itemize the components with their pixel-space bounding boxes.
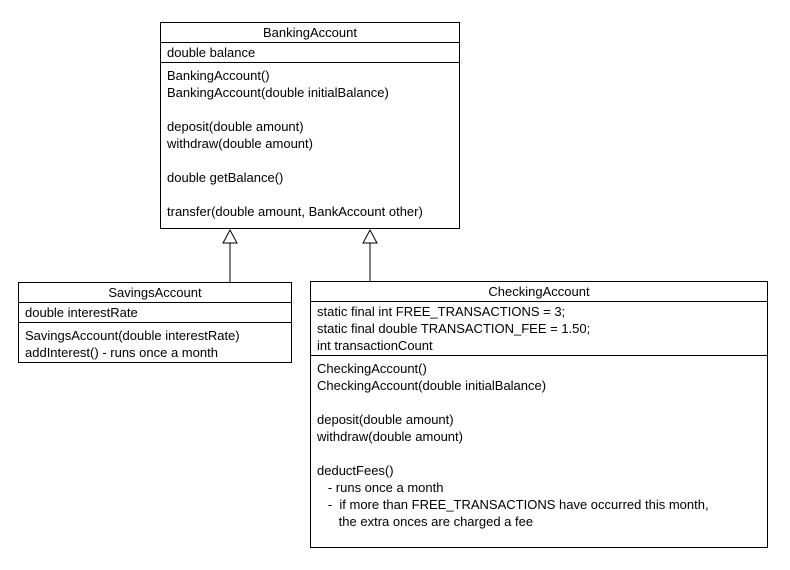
- class-title-checkingaccount: CheckingAccount: [311, 282, 767, 302]
- text-line: BankingAccount(): [167, 68, 270, 83]
- class-methods-checkingaccount: CheckingAccount() CheckingAccount(double …: [311, 356, 767, 530]
- text-line: the extra onces are charged a fee: [317, 514, 534, 529]
- text-line: withdraw(double amount): [167, 136, 313, 151]
- class-box-checkingaccount: CheckingAccount static final int FREE_TR…: [310, 281, 768, 548]
- class-attributes-bankingaccount: double balance: [161, 43, 459, 63]
- class-methods-savingsaccount: SavingsAccount(double interestRate) addIn…: [19, 323, 291, 361]
- text-line: CheckingAccount(): [317, 361, 427, 376]
- class-title-bankingaccount: BankingAccount: [161, 23, 459, 43]
- inheritance-triangle-icon: [362, 228, 378, 244]
- inheritance-arrow-savingsaccount: [222, 228, 238, 282]
- text-line: deposit(double amount): [167, 119, 304, 134]
- text-line: [167, 152, 453, 169]
- text-line: - runs once a month: [317, 480, 444, 495]
- text-line: [167, 186, 453, 203]
- class-box-bankingaccount: BankingAccount double balance BankingAcc…: [160, 22, 460, 229]
- text-line: int transactionCount: [317, 338, 433, 353]
- text-line: [167, 101, 453, 118]
- text-line: static final double TRANSACTION_FEE = 1.…: [317, 321, 591, 336]
- text-line: [317, 394, 761, 411]
- class-box-savingsaccount: SavingsAccount double interestRate Savin…: [18, 282, 292, 363]
- class-attributes-checkingaccount: static final int FREE_TRANSACTIONS = 3; s…: [311, 302, 767, 356]
- text-line: static final int FREE_TRANSACTIONS = 3;: [317, 304, 566, 319]
- text-line: BankingAccount(double initialBalance): [167, 85, 389, 100]
- text-line: double balance: [167, 45, 256, 60]
- text-line: transfer(double amount, BankAccount othe…: [167, 204, 423, 219]
- text-line: deposit(double amount): [317, 412, 454, 427]
- text-line: CheckingAccount(double initialBalance): [317, 378, 547, 393]
- text-line: deductFees(): [317, 463, 394, 478]
- text-line: - if more than FREE_TRANSACTIONS have oc…: [317, 497, 709, 512]
- text-line: withdraw(double amount): [317, 429, 463, 444]
- class-title-savingsaccount: SavingsAccount: [19, 283, 291, 303]
- inheritance-arrow-checkingaccount: [362, 228, 378, 281]
- inheritance-triangle-icon: [222, 228, 238, 244]
- text-line: double getBalance(): [167, 170, 284, 185]
- text-line: [317, 445, 761, 462]
- text-line: double interestRate: [25, 305, 138, 320]
- text-line: addInterest() - runs once a month: [25, 345, 218, 360]
- class-methods-bankingaccount: BankingAccount() BankingAccount(double in…: [161, 63, 459, 220]
- class-attributes-savingsaccount: double interestRate: [19, 303, 291, 323]
- text-line: SavingsAccount(double interestRate): [25, 328, 240, 343]
